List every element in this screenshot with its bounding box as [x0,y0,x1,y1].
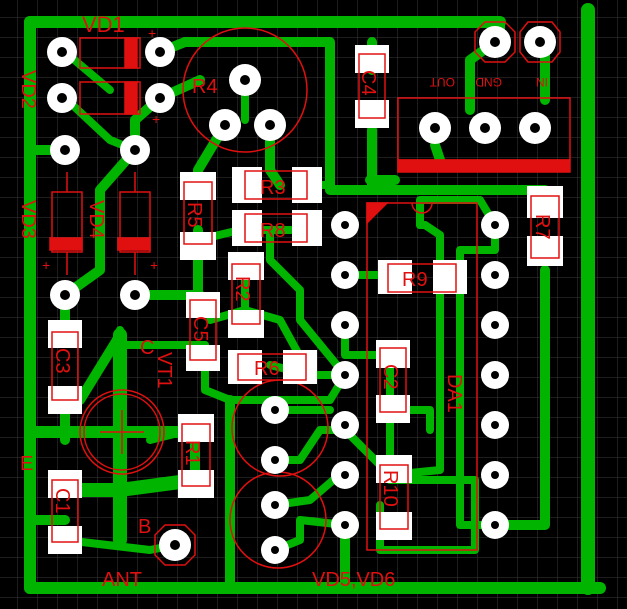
rotated-labels: VD2 VD3 VD4 R5 R2 C5 C3 VT1 R1 C1 C4 R7 … [17,70,553,514]
pad-holes [57,37,545,554]
label-r6: R6 [254,358,280,380]
label-r8: R8 [260,220,286,242]
plus-vd2a: + [152,111,160,127]
label-reg-out: OUT [429,75,455,89]
label-vd3: VD3 [17,200,39,239]
label-r2: R2 [231,276,253,302]
component-labels: VD1 R4 R3 R8 R6 R9 C E B ANT VD5,VD6 + +… [20,12,428,591]
label-vd1: VD1 [82,12,125,37]
silkscreen [49,21,571,569]
label-r4: R4 [192,76,218,98]
label-c2: C2 [379,364,401,390]
label-vd4: VD4 [85,200,107,239]
label-r3: R3 [260,177,286,199]
label-r7: R7 [531,214,553,240]
plus-vd4: + [150,257,158,273]
label-pin-b: B [138,516,151,538]
label-vt1: VT1 [153,352,175,389]
label-r10: R10 [379,470,401,507]
label-reg-in: IN [536,75,548,89]
label-r1: R1 [181,440,203,466]
smd-components [48,45,563,554]
label-c5: C5 [189,316,211,342]
label-r9: R9 [402,269,428,291]
label-da1: DA1 [443,374,465,413]
label-c4: C4 [357,70,379,96]
label-c1: C1 [51,488,73,514]
label-pin-e: E [20,453,33,475]
label-vd5-vd6: VD5,VD6 [312,569,395,591]
regulator-pin-labels: OUT GND IN [429,75,548,89]
plus-vd3: + [42,257,50,273]
label-c3: C3 [51,348,73,374]
plus-vd1a: + [148,25,156,41]
label-vd2: VD2 [17,70,39,109]
label-reg-gnd: GND [475,75,502,89]
label-r5: R5 [183,202,205,228]
label-pin-c: C [140,337,154,359]
label-ant: ANT [102,569,142,591]
